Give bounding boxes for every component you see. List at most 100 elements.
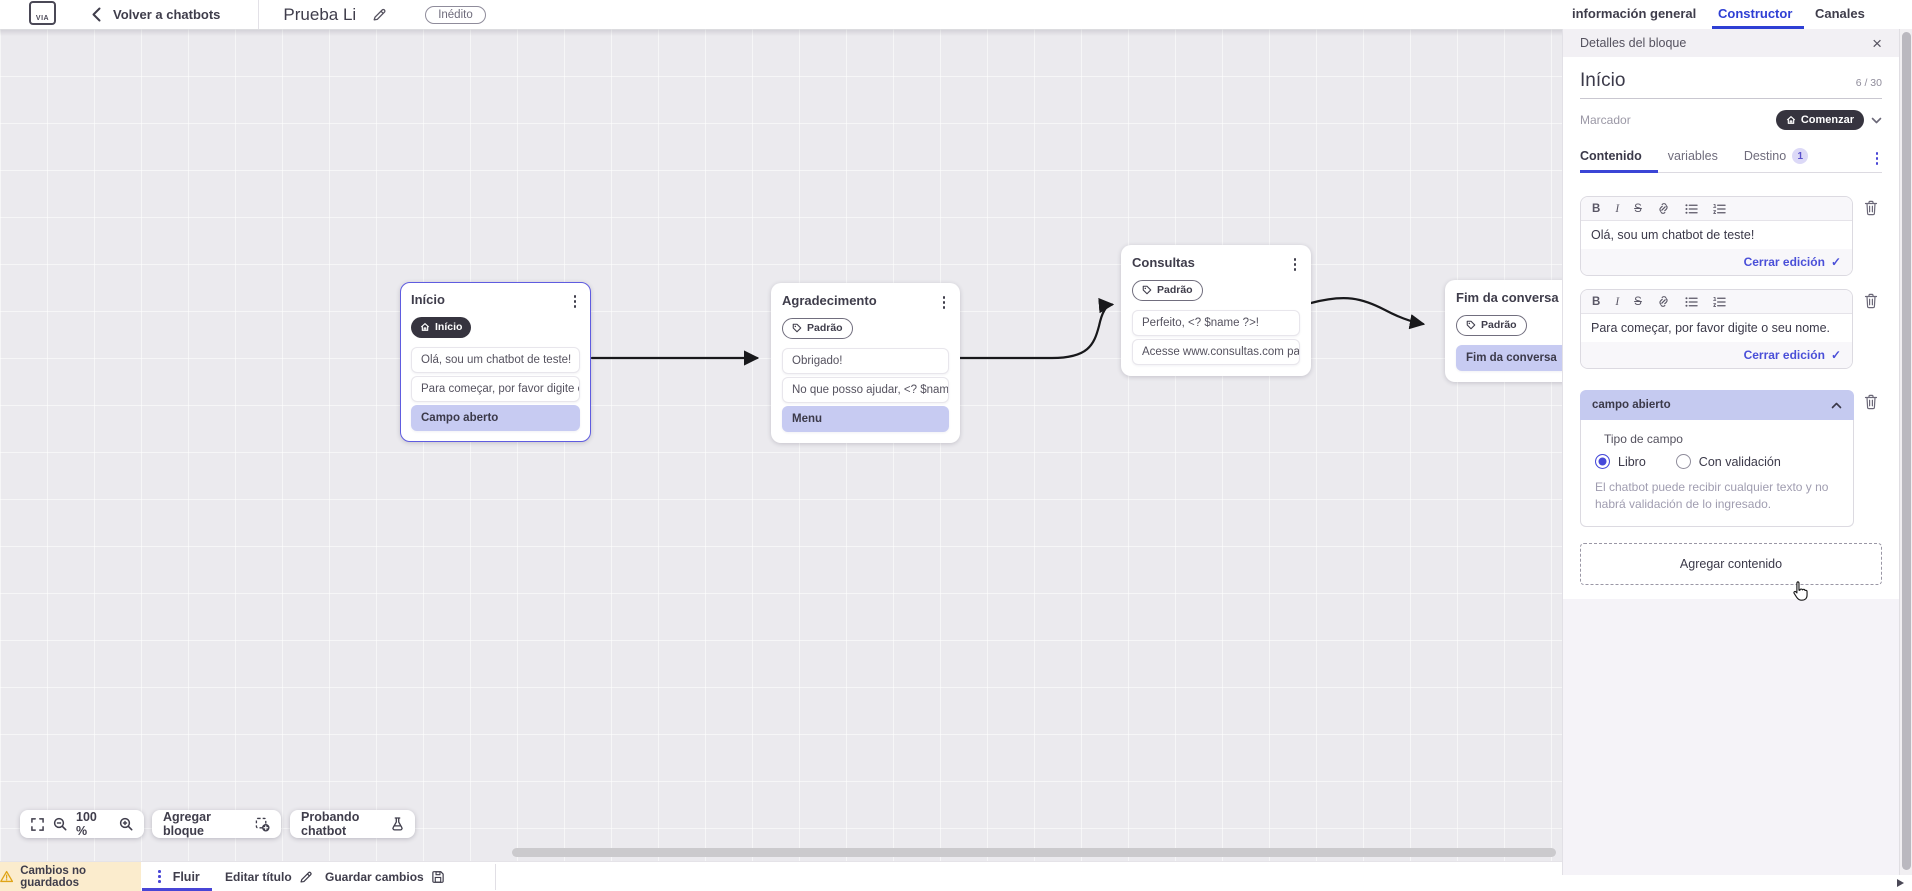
flow-tab-fluir[interactable]: Fluir bbox=[142, 862, 212, 891]
block-name-input[interactable]: Início bbox=[1580, 70, 1626, 91]
vertical-scrollbar[interactable] bbox=[1899, 29, 1912, 875]
radio-libro[interactable] bbox=[1595, 454, 1610, 469]
check-icon: ✓ bbox=[1830, 348, 1841, 362]
bullet-list-icon[interactable] bbox=[1685, 203, 1698, 215]
close-edit-button[interactable]: Cerrar edición ✓ bbox=[1581, 342, 1852, 368]
unsaved-changes-badge: Cambios no guardados bbox=[0, 862, 141, 891]
add-block-button[interactable]: Agregar bloque bbox=[152, 810, 281, 838]
open-field-header[interactable]: campo abierto bbox=[1580, 390, 1854, 420]
horizontal-scrollbar[interactable] bbox=[512, 848, 1556, 857]
unsaved-changes-label: Cambios no guardados bbox=[20, 864, 87, 889]
flow-canvas[interactable]: Início Início Olá, sou um chatbot de tes… bbox=[0, 29, 1562, 861]
close-edit-button[interactable]: Cerrar edición ✓ bbox=[1581, 249, 1852, 275]
tab-variables[interactable]: variables bbox=[1667, 149, 1718, 163]
block-fim-da-conversa[interactable]: Fim da conversa Padrão Fim da conversa bbox=[1445, 280, 1562, 382]
zoom-toolbar: 100 % bbox=[20, 810, 144, 838]
block-row-menu[interactable]: Menu bbox=[782, 405, 949, 432]
block-inicio[interactable]: Início Início Olá, sou um chatbot de tes… bbox=[400, 282, 591, 442]
block-row-message[interactable]: Acesse www.consultas.com par... bbox=[1132, 338, 1300, 365]
flow-tab-label: Fluir bbox=[172, 869, 200, 884]
panel-bottom-strip bbox=[1562, 875, 1912, 891]
numbered-list-icon[interactable] bbox=[1713, 296, 1726, 308]
chevron-up-icon bbox=[1831, 402, 1842, 408]
message-editor-1: B I S Olá, sou um chatbot de teste! Cerr… bbox=[1580, 196, 1853, 276]
link-icon[interactable] bbox=[1657, 202, 1670, 215]
close-panel-button[interactable]: × bbox=[1872, 33, 1882, 53]
radio-con-validacion[interactable] bbox=[1675, 454, 1691, 469]
chevron-down-icon[interactable] bbox=[1871, 117, 1882, 124]
warning-icon bbox=[0, 870, 14, 883]
delete-field-button[interactable] bbox=[1864, 394, 1882, 410]
panel-menu-button[interactable] bbox=[1872, 149, 1883, 168]
italic-icon[interactable]: I bbox=[1615, 202, 1620, 215]
tag-icon bbox=[792, 323, 802, 333]
bold-icon[interactable]: B bbox=[1592, 202, 1601, 215]
tab-destino[interactable]: Destino 1 bbox=[1744, 148, 1809, 164]
panel-title: Detalles del bloque bbox=[1580, 36, 1687, 50]
strikethrough-icon[interactable]: S bbox=[1634, 295, 1642, 308]
vertical-scrollbar-thumb[interactable] bbox=[1902, 32, 1911, 870]
zoom-out-button[interactable] bbox=[53, 817, 67, 831]
block-row-end[interactable]: Fim da conversa bbox=[1456, 344, 1562, 371]
test-chatbot-button[interactable]: Probando chatbot bbox=[290, 810, 415, 838]
tab-constructor[interactable]: Constructor bbox=[1718, 6, 1793, 21]
tag-icon bbox=[1142, 285, 1152, 295]
tab-contenido[interactable]: Contenido bbox=[1580, 149, 1642, 163]
tab-informacion-general[interactable]: información general bbox=[1572, 6, 1697, 21]
home-icon bbox=[1786, 116, 1795, 124]
scroll-corner-arrow-icon bbox=[1897, 879, 1904, 887]
delete-message-button[interactable] bbox=[1864, 293, 1882, 309]
back-button[interactable]: Volver a chatbots bbox=[91, 7, 220, 22]
zoom-in-button[interactable] bbox=[119, 817, 133, 831]
radio-con-validacion-label: Con validación bbox=[1698, 454, 1781, 469]
message-text-input[interactable]: Para começar, por favor digite o seu nom… bbox=[1581, 314, 1852, 342]
block-title: Agradecimento bbox=[782, 293, 877, 308]
add-block-icon bbox=[255, 817, 270, 832]
block-row-message[interactable]: Obrigado! bbox=[782, 347, 949, 374]
home-icon bbox=[420, 323, 430, 331]
block-row-open-field[interactable]: Campo aberto bbox=[411, 404, 580, 431]
tab-canales[interactable]: Canales bbox=[1815, 6, 1865, 21]
block-agradecimento[interactable]: Agradecimento Padrão Obrigado! No que po… bbox=[771, 283, 960, 443]
edit-title-button[interactable]: Editar título bbox=[225, 862, 313, 891]
block-menu-button[interactable] bbox=[570, 292, 581, 311]
delete-message-button[interactable] bbox=[1864, 200, 1882, 216]
trash-icon bbox=[1864, 293, 1878, 309]
block-consultas[interactable]: Consultas Padrão Perfeito, <? $name ?>! … bbox=[1121, 245, 1311, 376]
edit-title-pencil-button[interactable] bbox=[372, 7, 387, 22]
bullet-list-icon[interactable] bbox=[1685, 296, 1698, 308]
flow-tab-menu-button[interactable] bbox=[154, 867, 165, 886]
link-icon[interactable] bbox=[1657, 295, 1670, 308]
status-badge: Inédito bbox=[425, 5, 486, 24]
block-title: Fim da conversa bbox=[1456, 290, 1559, 305]
block-menu-button[interactable] bbox=[939, 293, 950, 312]
numbered-list-icon[interactable] bbox=[1713, 203, 1726, 215]
message-editor-2: B I S Para começar, por favor digite o s… bbox=[1580, 289, 1853, 369]
block-row-message[interactable]: Para começar, por favor digite o ... bbox=[411, 375, 580, 402]
add-content-label: Agregar contenido bbox=[1679, 557, 1783, 571]
block-title: Consultas bbox=[1132, 255, 1195, 270]
rich-text-toolbar: B I S bbox=[1581, 290, 1852, 314]
block-row-message[interactable]: No que posso ajudar, <? $name ... bbox=[782, 376, 949, 403]
marker-value-button[interactable]: Comenzar bbox=[1775, 110, 1864, 130]
field-helper-text: El chatbot puede recibir cualquier texto… bbox=[1595, 480, 1829, 511]
pencil-icon bbox=[300, 871, 312, 883]
rich-text-toolbar: B I S bbox=[1581, 197, 1852, 221]
italic-icon[interactable]: I bbox=[1615, 295, 1620, 308]
fit-view-button[interactable] bbox=[31, 817, 44, 831]
connector-agradecimento-consultas bbox=[958, 297, 1115, 360]
strikethrough-icon[interactable]: S bbox=[1634, 202, 1642, 215]
back-label: Volver a chatbots bbox=[113, 7, 221, 22]
page-title: Prueba Li bbox=[283, 4, 357, 24]
add-content-button[interactable]: Agregar contenido bbox=[1580, 543, 1882, 585]
block-row-message[interactable]: Olá, sou um chatbot de teste! bbox=[411, 346, 580, 373]
trash-icon bbox=[1864, 200, 1878, 216]
save-icon bbox=[431, 870, 444, 883]
bold-icon[interactable]: B bbox=[1592, 295, 1601, 308]
save-changes-label: Guardar cambios bbox=[325, 869, 424, 884]
block-menu-button[interactable] bbox=[1290, 255, 1301, 274]
message-text-input[interactable]: Olá, sou um chatbot de teste! bbox=[1581, 221, 1852, 249]
save-changes-button[interactable]: Guardar cambios bbox=[325, 862, 445, 891]
block-row-message[interactable]: Perfeito, <? $name ?>! bbox=[1132, 309, 1300, 336]
